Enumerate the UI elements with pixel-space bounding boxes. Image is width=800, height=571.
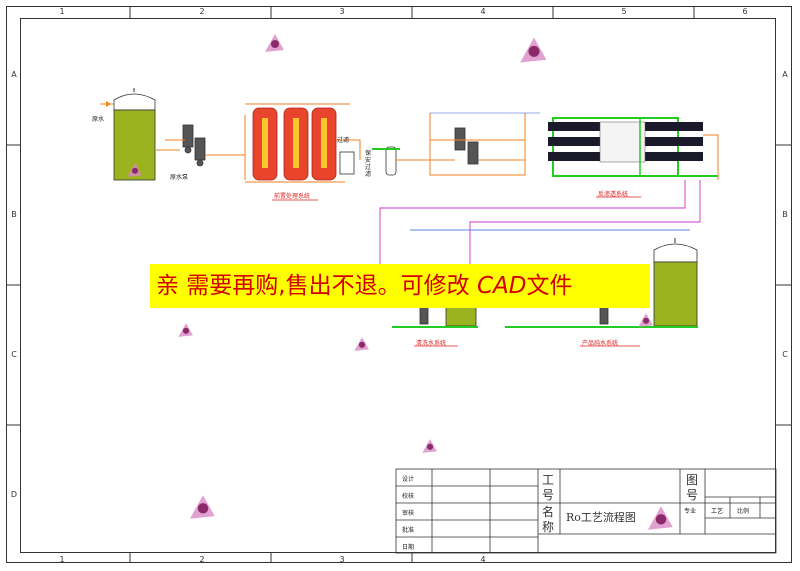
tb-tuhao: 号 [686, 488, 699, 502]
watermark-icon [638, 313, 653, 327]
tb-gongyi: 工艺 [711, 508, 724, 515]
zone-letter: C [11, 350, 17, 359]
zone-number: 6 [742, 7, 748, 16]
tb-ming: 名 [542, 505, 555, 519]
zone-number: 3 [339, 7, 345, 16]
banner-text: 亲 需要再购,售出不退。可修改 [156, 273, 477, 299]
banner-cad: CAD [476, 273, 527, 299]
security-filter [372, 146, 400, 176]
ro-membrane-rack [548, 117, 718, 177]
lift-pump [182, 124, 206, 167]
tb-row-label: 设计 [402, 476, 415, 483]
drawing-title: Ro工艺流程图 [566, 511, 636, 524]
filter-note-label: 过滤 [337, 137, 350, 144]
cleaning-system-label: 清洗水系统 [416, 340, 447, 347]
watermark-icon [354, 337, 369, 351]
zone-number: 1 [59, 7, 65, 16]
zone-letter: A [782, 70, 788, 79]
tb-hao: 号 [542, 488, 555, 502]
pretreatment-filters [252, 107, 337, 181]
watermark-icon [647, 506, 673, 530]
pretreat-system-label: 前置处理系统 [274, 193, 311, 200]
tb-row-label: 审核 [402, 510, 415, 517]
tb-row-label: 批准 [402, 527, 415, 534]
drawing-inner-frame [20, 18, 776, 553]
watermark-icon [127, 163, 142, 177]
product-water-tank [653, 238, 698, 327]
ro-system-label: 反渗透系统 [598, 191, 629, 198]
raw-water-label: 原水 [92, 116, 105, 123]
zone-letter: D [10, 490, 18, 499]
tb-zhuanye: 专业 [684, 508, 697, 515]
zone-number: 4 [480, 7, 486, 16]
zone-number: 2 [199, 555, 205, 564]
high-pressure-pump [454, 127, 479, 165]
product-system-label: 产品纯水系统 [582, 340, 619, 347]
watermark-icon [178, 323, 193, 337]
zone-letter: A [11, 70, 17, 79]
zone-number: 3 [339, 555, 345, 564]
watermark-icon [422, 439, 437, 453]
tb-tu: 图 [686, 473, 699, 487]
dosing-tank [339, 151, 355, 175]
tb-cheng: 称 [542, 520, 555, 534]
banner-text-end: 文件 [526, 273, 573, 299]
lift-pump-label: 原水泵 [170, 174, 189, 181]
zone-number: 2 [199, 7, 205, 16]
sales-banner: 亲 需要再购,售出不退。可修改 CAD文件 [150, 264, 650, 308]
tb-row-label: 校核 [402, 493, 415, 500]
zone-letter: C [782, 350, 788, 359]
zone-number: 1 [59, 555, 65, 564]
security-filter-label: 保安过滤 [365, 150, 372, 178]
watermark-icon [189, 495, 215, 519]
zone-letter: B [782, 210, 788, 219]
tb-bili: 比例 [737, 508, 750, 515]
zone-number: 4 [480, 555, 486, 564]
flow-arrow [106, 101, 111, 107]
tb-row-label: 日期 [402, 544, 415, 551]
watermark-icon [520, 37, 547, 63]
watermark-icon [265, 34, 284, 52]
zone-number: 5 [621, 7, 627, 16]
tb-gong: 工 [542, 473, 555, 487]
zone-letter: B [11, 210, 17, 219]
